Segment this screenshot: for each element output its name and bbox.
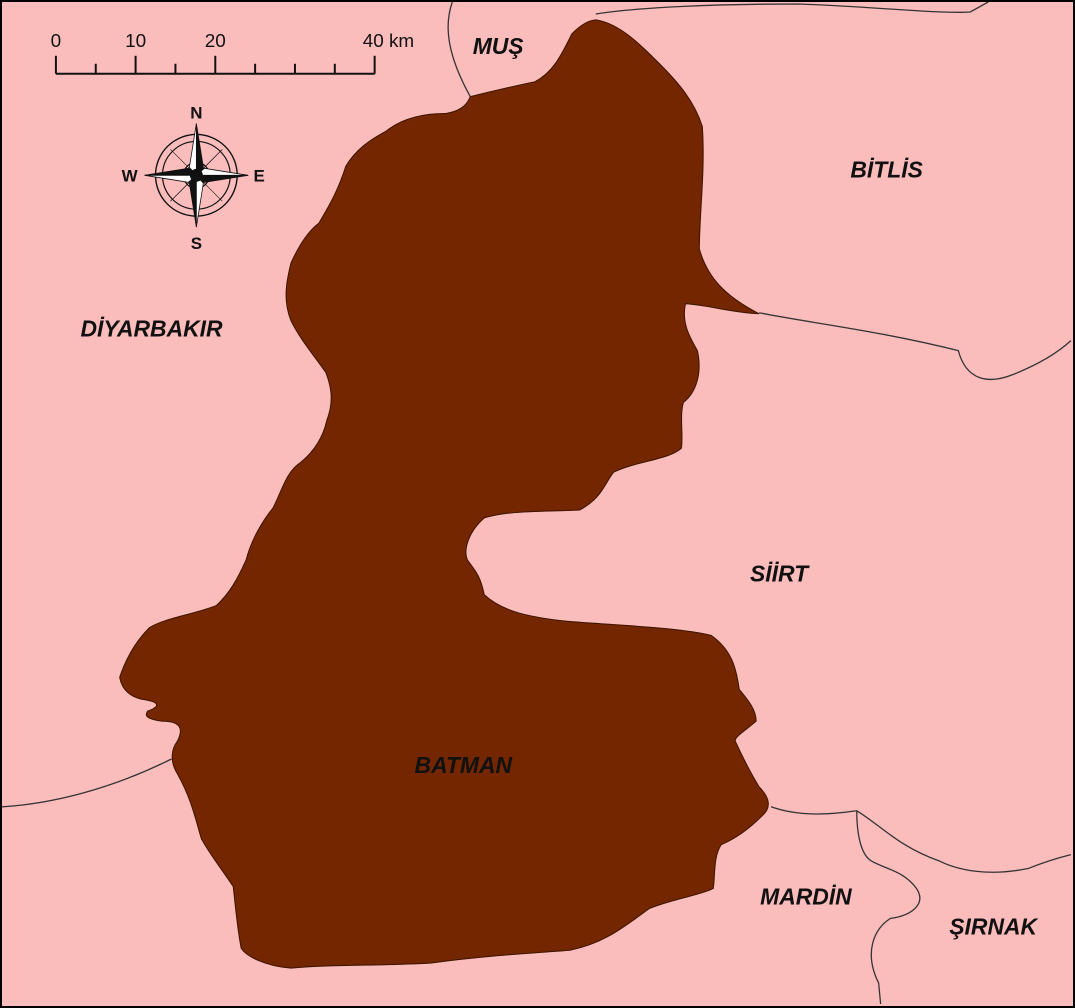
region-label-batman: BATMAN bbox=[415, 752, 513, 778]
scale-bar-label-20: 20 bbox=[205, 31, 226, 52]
scale-bar-label-0: 0 bbox=[51, 31, 62, 52]
region-label-diyarbakir: DİYARBAKIR bbox=[81, 316, 223, 342]
region-label-siirt: SİİRT bbox=[750, 561, 810, 587]
compass-label-north: N bbox=[190, 104, 202, 123]
compass-rose-icon bbox=[144, 123, 249, 228]
scale-bar-label-40km: 40 km bbox=[363, 31, 414, 52]
boundary-mardin-sirnak bbox=[856, 810, 921, 1005]
compass-center-dot bbox=[189, 168, 203, 182]
region-label-sirnak: ŞIRNAK bbox=[949, 913, 1038, 939]
boundary-diyarbakir-mardin bbox=[2, 758, 172, 808]
boundary-bitlis-siirt bbox=[758, 312, 1072, 381]
region-label-mus: MUŞ bbox=[473, 33, 525, 59]
boundary-siirt-mardin bbox=[770, 806, 1072, 873]
boundary-mus-north bbox=[595, 2, 989, 15]
compass-label-south: S bbox=[191, 234, 202, 253]
scale-bar bbox=[54, 55, 376, 75]
region-label-bitlis: BİTLİS bbox=[850, 156, 923, 182]
boundary-mus-west bbox=[447, 2, 471, 97]
batman-province-shape bbox=[119, 19, 769, 969]
compass-label-east: E bbox=[253, 166, 264, 185]
scale-bar-label-10: 10 bbox=[125, 31, 146, 52]
region-label-mardin: MARDİN bbox=[760, 883, 852, 909]
compass-label-west: W bbox=[122, 166, 138, 185]
